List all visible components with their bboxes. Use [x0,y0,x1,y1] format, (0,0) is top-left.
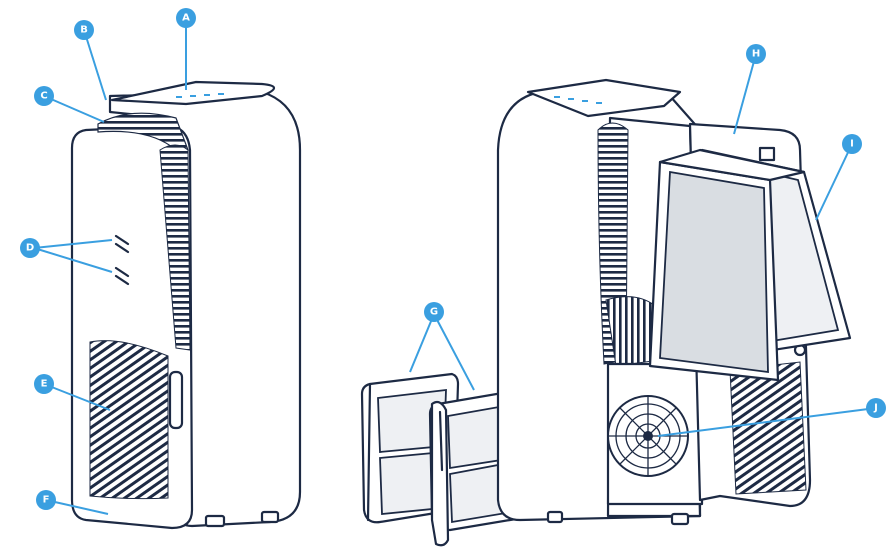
callout-G-label: G [430,307,438,318]
top-control-panel [110,80,276,106]
foot [260,510,280,524]
top-control-panel [526,78,682,118]
callout-I: I [842,134,862,154]
callout-G: G [424,302,444,322]
callout-J: J [866,398,886,418]
purifier-open-view [496,78,852,526]
callout-D-label: D [26,243,34,254]
callout-J-label: J [873,403,878,414]
callout-E-label: E [41,379,48,390]
callout-leaders [33,18,877,515]
callout-I-label: I [850,139,854,150]
fan [606,362,704,506]
callout-A: A [176,8,196,28]
indicator-lights [554,96,602,104]
side-vent [159,144,191,351]
foot [670,512,690,526]
handle-grooves [114,234,130,286]
callout-D: D [20,238,40,258]
purifier-front-view [70,80,302,530]
foot [204,514,226,528]
callout-H-label: H [752,49,760,60]
callout-B: B [74,20,94,40]
callout-F: F [36,490,56,510]
air-inlet-grille [89,340,169,500]
callout-B-label: B [80,25,88,36]
callout-C: C [34,86,54,106]
door-grille [729,361,807,495]
foot [546,510,564,524]
door-clip [758,146,776,162]
callout-C-label: C [40,91,47,102]
filter-latch [168,370,184,430]
callout-A-label: A [182,13,190,24]
indicator-lights [176,93,224,98]
callout-E: E [34,374,54,394]
hepa-filter [648,148,852,382]
callout-F-label: F [43,495,50,506]
callout-H: H [746,44,766,64]
